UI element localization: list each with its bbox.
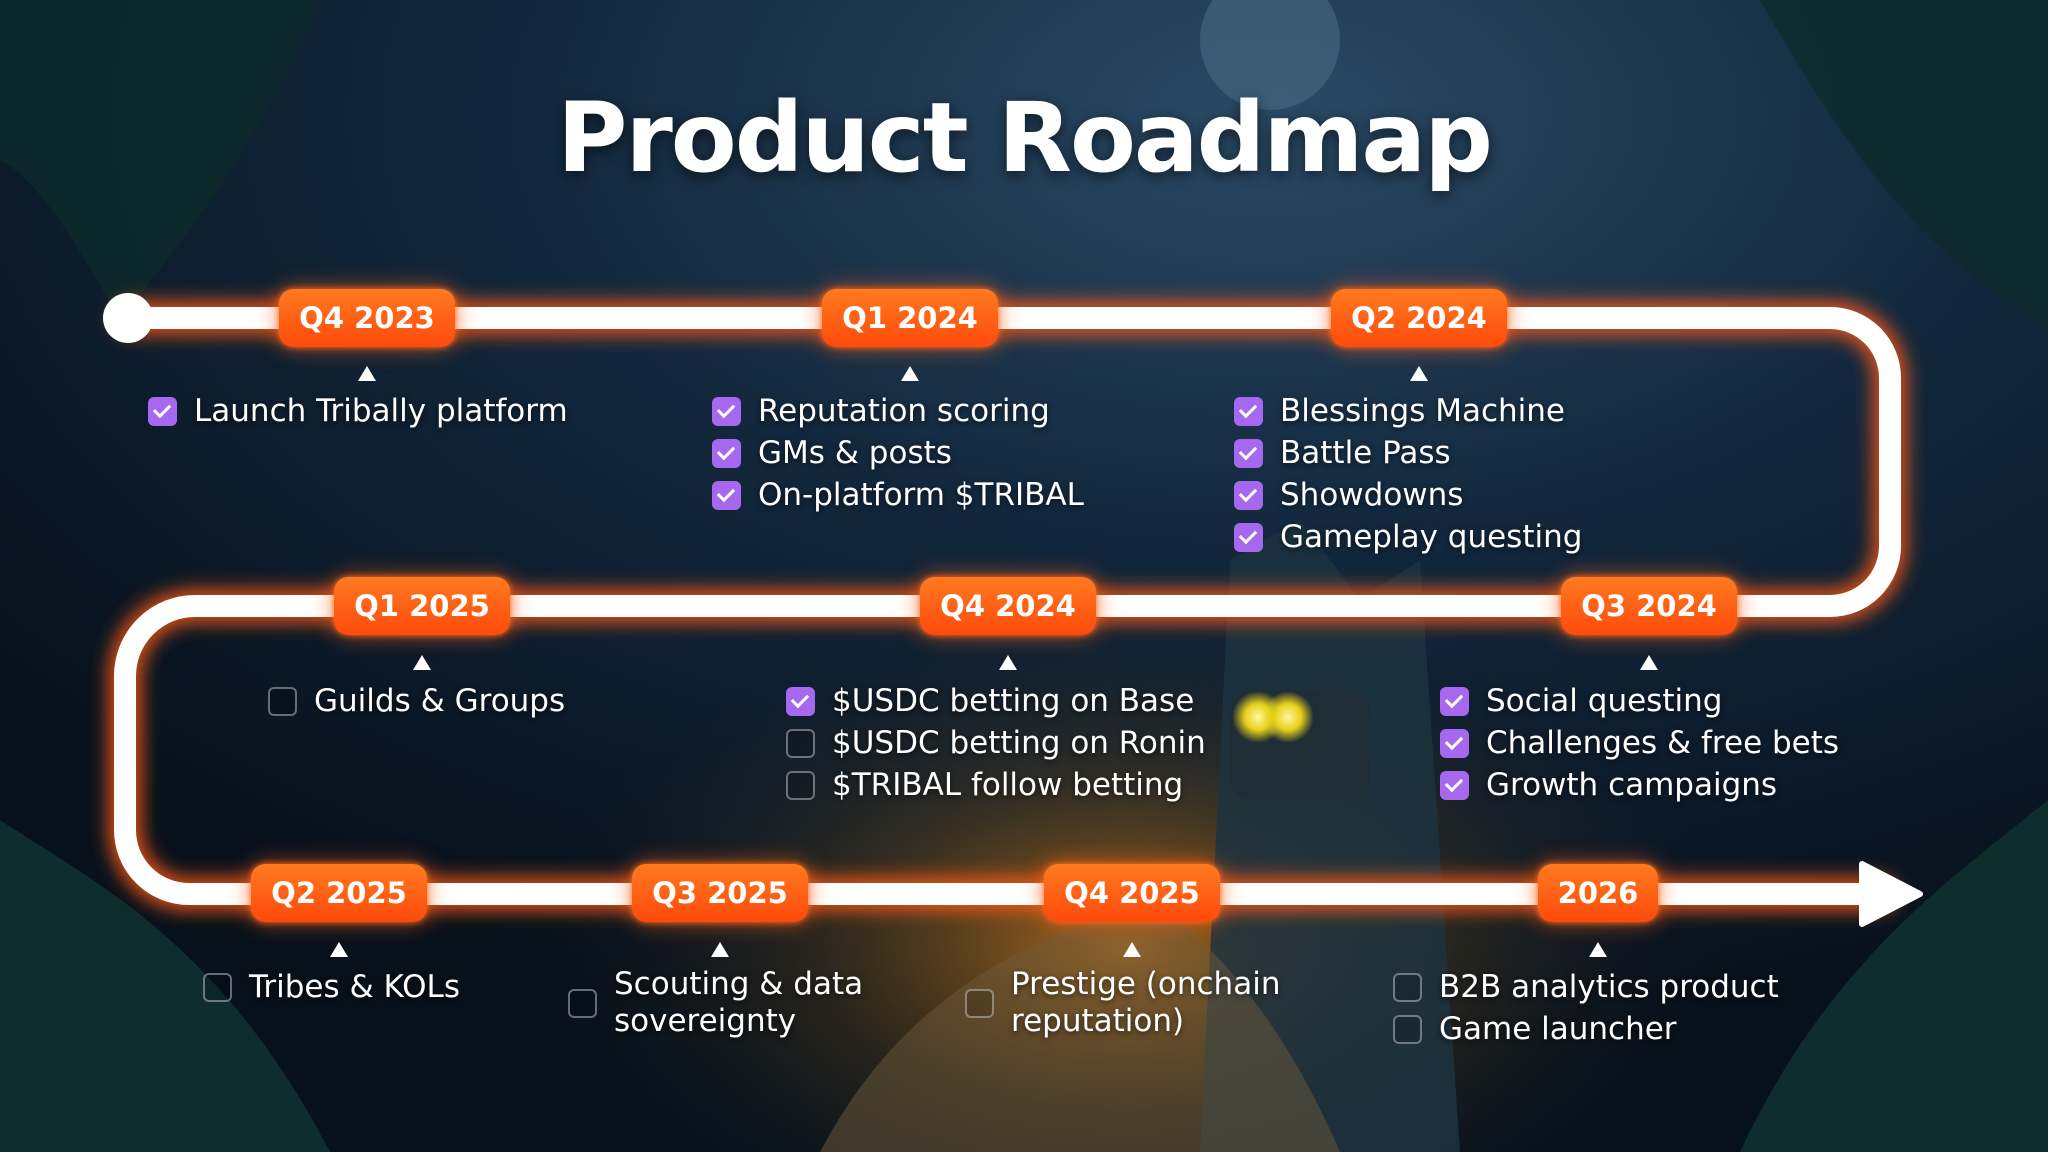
milestone-pill-q2-2024: Q2 2024	[1331, 289, 1507, 347]
item-label: Guilds & Groups	[314, 683, 566, 719]
milestone-items-q2-2025: Tribes & KOLs	[203, 966, 460, 1008]
milestone-pill-q4-2024: Q4 2024	[920, 577, 1096, 635]
roadmap-item: Growth campaigns	[1440, 764, 1839, 806]
pointer-icon	[358, 366, 376, 381]
item-label: $USDC betting on Ronin	[832, 725, 1206, 761]
roadmap-item: Scouting & data sovereignty	[568, 966, 898, 1040]
roadmap-item: On-platform $TRIBAL	[712, 474, 1084, 516]
item-label: Scouting & data sovereignty	[614, 966, 864, 1039]
checkbox-checked-icon	[1440, 686, 1469, 716]
roadmap-item: Gameplay questing	[1234, 516, 1582, 558]
checkbox-empty-icon	[965, 988, 994, 1018]
checkbox-empty-icon	[1393, 1014, 1422, 1044]
item-label: Prestige (onchain reputation)	[1011, 966, 1281, 1039]
roadmap-item: Game launcher	[1393, 1008, 1779, 1050]
roadmap-item: $USDC betting on Ronin	[786, 722, 1206, 764]
item-label: $USDC betting on Base	[832, 683, 1195, 719]
roadmap-item: Blessings Machine	[1234, 390, 1582, 432]
milestone-items-q1-2024: Reputation scoring GMs & posts On-platfo…	[712, 390, 1084, 516]
milestone-pill-q2-2025: Q2 2025	[251, 864, 427, 922]
milestone-pill-q1-2024: Q1 2024	[822, 289, 998, 347]
checkbox-checked-icon	[1440, 728, 1469, 758]
milestone-pill-q1-2025: Q1 2025	[334, 577, 510, 635]
milestone-pill-q4-2025: Q4 2025	[1044, 864, 1220, 922]
checkbox-empty-icon	[786, 770, 815, 800]
item-label: Challenges & free bets	[1486, 725, 1840, 761]
checkbox-empty-icon	[568, 988, 597, 1018]
checkbox-checked-icon	[712, 438, 741, 468]
checkbox-empty-icon	[1393, 972, 1422, 1002]
pointer-icon	[1589, 942, 1607, 957]
checkbox-empty-icon	[268, 686, 297, 716]
item-label: Launch Tribally platform	[194, 393, 568, 429]
roadmap-item: Guilds & Groups	[268, 680, 565, 722]
roadmap-item: GMs & posts	[712, 432, 1084, 474]
roadmap-item: $TRIBAL follow betting	[786, 764, 1206, 806]
item-label: B2B analytics product	[1439, 969, 1779, 1005]
checkbox-checked-icon	[1234, 480, 1263, 510]
pointer-icon	[999, 655, 1017, 670]
roadmap-item: Challenges & free bets	[1440, 722, 1839, 764]
pointer-icon	[1640, 655, 1658, 670]
pointer-icon	[413, 655, 431, 670]
pointer-icon	[1123, 942, 1141, 957]
checkbox-checked-icon	[1234, 522, 1263, 552]
track-end-arrow-icon	[1859, 861, 1923, 927]
checkbox-checked-icon	[712, 396, 741, 426]
pointer-icon	[711, 942, 729, 957]
milestone-items-q3-2025: Scouting & data sovereignty	[568, 966, 898, 1040]
pointer-icon	[1410, 366, 1428, 381]
roadmap-item: Prestige (onchain reputation)	[965, 966, 1325, 1040]
item-label: Social questing	[1486, 683, 1723, 719]
item-label: Game launcher	[1439, 1011, 1677, 1047]
checkbox-checked-icon	[1234, 396, 1263, 426]
item-label: Reputation scoring	[758, 393, 1050, 429]
item-label: On-platform $TRIBAL	[758, 477, 1084, 513]
track-start-dot	[103, 293, 153, 343]
roadmap-item: Launch Tribally platform	[148, 390, 568, 432]
item-label: Blessings Machine	[1280, 393, 1565, 429]
milestone-items-q1-2025: Guilds & Groups	[268, 680, 565, 722]
milestone-items-q4-2025: Prestige (onchain reputation)	[965, 966, 1325, 1040]
track-path	[114, 307, 1901, 905]
milestone-items-q4-2023: Launch Tribally platform	[148, 390, 568, 432]
milestone-pill-q4-2023: Q4 2023	[279, 289, 455, 347]
milestone-items-q2-2024: Blessings Machine Battle Pass Showdowns …	[1234, 390, 1582, 558]
item-label: Growth campaigns	[1486, 767, 1778, 803]
milestone-items-q4-2024: $USDC betting on Base $USDC betting on R…	[786, 680, 1206, 806]
milestone-items-2026: B2B analytics product Game launcher	[1393, 966, 1779, 1050]
milestone-pill-q3-2024: Q3 2024	[1561, 577, 1737, 635]
item-label: GMs & posts	[758, 435, 952, 471]
milestone-pill-2026: 2026	[1538, 864, 1658, 922]
checkbox-empty-icon	[203, 972, 232, 1002]
item-label: Showdowns	[1280, 477, 1464, 513]
item-label: Gameplay questing	[1280, 519, 1583, 555]
milestone-pill-q3-2025: Q3 2025	[632, 864, 808, 922]
checkbox-checked-icon	[1234, 438, 1263, 468]
roadmap-item: Battle Pass	[1234, 432, 1582, 474]
roadmap-item: Tribes & KOLs	[203, 966, 460, 1008]
roadmap-item: Showdowns	[1234, 474, 1582, 516]
roadmap-item: $USDC betting on Base	[786, 680, 1206, 722]
item-label: $TRIBAL follow betting	[832, 767, 1184, 803]
checkbox-checked-icon	[1440, 770, 1469, 800]
roadmap-item: B2B analytics product	[1393, 966, 1779, 1008]
item-label: Tribes & KOLs	[249, 969, 460, 1005]
pointer-icon	[901, 366, 919, 381]
pointer-icon	[330, 942, 348, 957]
page-title: Product Roadmap	[557, 82, 1493, 194]
checkbox-checked-icon	[712, 480, 741, 510]
checkbox-empty-icon	[786, 728, 815, 758]
roadmap-item: Reputation scoring	[712, 390, 1084, 432]
milestone-items-q3-2024: Social questing Challenges & free bets G…	[1440, 680, 1839, 806]
roadmap-item: Social questing	[1440, 680, 1839, 722]
item-label: Battle Pass	[1280, 435, 1451, 471]
checkbox-checked-icon	[148, 396, 177, 426]
checkbox-checked-icon	[786, 686, 815, 716]
